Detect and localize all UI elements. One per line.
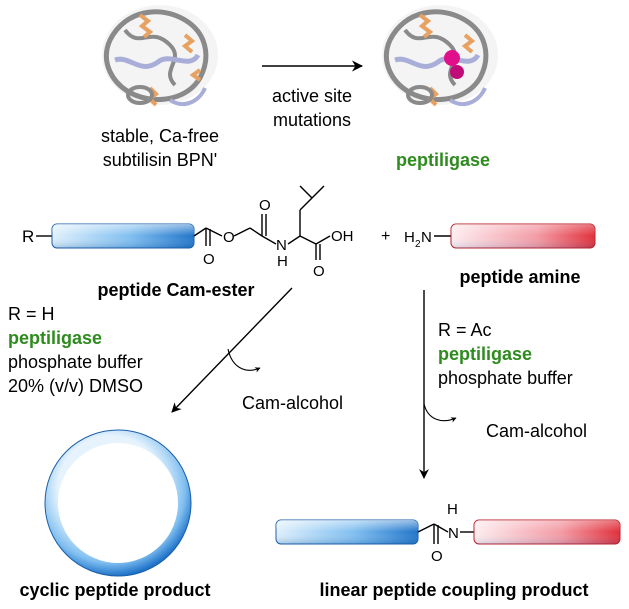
active-site-sphere-icon [450, 65, 464, 79]
left-enzyme: peptiligase [8, 328, 102, 348]
amide-o: O [431, 548, 443, 565]
nh-n: N [276, 237, 287, 254]
arrow-label-line1: active site [272, 86, 352, 106]
nh-h: H [277, 253, 288, 270]
active-site-sphere-icon [444, 50, 460, 66]
linear-product-label: linear peptide coupling product [319, 580, 588, 600]
amide-n: N [448, 525, 459, 542]
plus-sign: + [381, 228, 390, 245]
amine-n: N [421, 229, 432, 246]
ester-o: O [223, 229, 235, 246]
subtilisin-structure-icon [102, 5, 218, 107]
right-byproduct: Cam-alcohol [486, 421, 587, 441]
cyclic-product-label: cyclic peptide product [19, 580, 210, 600]
peptide-bar-blue [51, 223, 195, 249]
amide-o: O [259, 197, 271, 214]
peptiligase-structure-icon [382, 5, 498, 107]
amine-h: H [404, 229, 415, 246]
cam-ester-label: peptide Cam-ester [97, 280, 254, 300]
peptiligase-label: peptiligase [396, 150, 490, 170]
carbonyl-o-ester: O [203, 251, 215, 268]
amine-label: peptide amine [459, 267, 580, 287]
right-r-condition: R = Ac [438, 320, 492, 340]
left-buffer: phosphate buffer [8, 352, 143, 372]
acid-o: O [313, 263, 325, 280]
left-solvent: 20% (v/v) DMSO [8, 376, 143, 396]
left-reaction-arrow [171, 287, 293, 413]
subtilisin-label-line2: subtilisin BPN' [103, 150, 217, 170]
right-enzyme: peptiligase [438, 344, 532, 364]
right-buffer: phosphate buffer [438, 368, 573, 388]
r-group-label: R [22, 227, 34, 246]
subtilisin-label-line1: stable, Ca-free [101, 126, 219, 146]
peptide-bar-red [450, 223, 596, 249]
cam-ester-structure [193, 185, 331, 260]
cyclic-peptide-ring-icon [44, 429, 192, 577]
arrow-label-line2: mutations [273, 110, 351, 130]
amine-subscript: 2 [415, 239, 421, 250]
product-bar-red [473, 519, 621, 545]
acid-oh: OH [331, 228, 354, 245]
amide-bond [417, 523, 474, 544]
left-byproduct: Cam-alcohol [242, 393, 343, 413]
amide-h: H [447, 501, 458, 518]
product-bar-blue [275, 519, 419, 545]
left-r-condition: R = H [8, 304, 55, 324]
